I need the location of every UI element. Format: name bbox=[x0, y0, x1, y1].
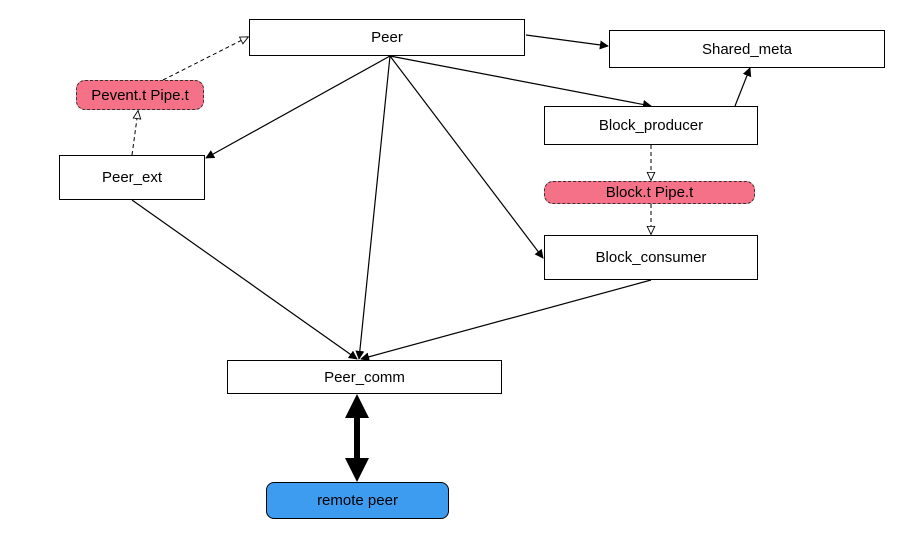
pevent-pipe-node[interactable]: Pevent.t Pipe.t bbox=[76, 80, 204, 110]
shared-meta-label: Shared_meta bbox=[701, 40, 793, 58]
edge-pevent-pipe-to-peer bbox=[162, 37, 248, 81]
peer-ext-node[interactable]: Peer_ext bbox=[59, 155, 205, 200]
edge-block-consumer-to-peer-comm bbox=[360, 279, 652, 362]
peer-ext-label: Peer_ext bbox=[101, 169, 163, 186]
shared-meta-node[interactable]: Shared_meta bbox=[609, 30, 885, 68]
block-pipe-node[interactable]: Block.t Pipe.t bbox=[544, 181, 755, 204]
edge-block-producer-to-shared-meta bbox=[734, 67, 752, 107]
block-producer-node[interactable]: Block_producer bbox=[544, 106, 758, 145]
edge-peer-ext-to-pevent-pipe bbox=[131, 111, 138, 156]
block-producer-label: Block_producer bbox=[598, 117, 704, 134]
peer-label: Peer bbox=[371, 29, 403, 46]
block-pipe-label: Block.t Pipe.t bbox=[605, 184, 694, 201]
edge-peer-to-block-consumer bbox=[389, 55, 544, 259]
edge-peer-to-peer-comm bbox=[355, 55, 391, 360]
edge-peer-comm-remote-peer bbox=[345, 394, 369, 482]
block-consumer-label: Block_consumer bbox=[595, 249, 707, 266]
edge-peer-ext-to-peer-comm bbox=[131, 199, 358, 360]
peer-comm-label: Peer_comm bbox=[324, 368, 405, 386]
edge-peer-to-block-producer bbox=[389, 55, 652, 109]
peer-comm-node[interactable]: Peer_comm bbox=[227, 360, 502, 394]
remote-peer-label: remote peer bbox=[317, 492, 398, 509]
edge-peer-to-peer-ext bbox=[205, 55, 391, 159]
pevent-pipe-label: Pevent.t Pipe.t bbox=[91, 86, 189, 104]
block-consumer-node[interactable]: Block_consumer bbox=[544, 235, 758, 280]
peer-node[interactable]: Peer bbox=[249, 19, 525, 56]
edge-peer-to-shared-meta bbox=[525, 34, 609, 50]
remote-peer-node[interactable]: remote peer bbox=[266, 482, 449, 519]
